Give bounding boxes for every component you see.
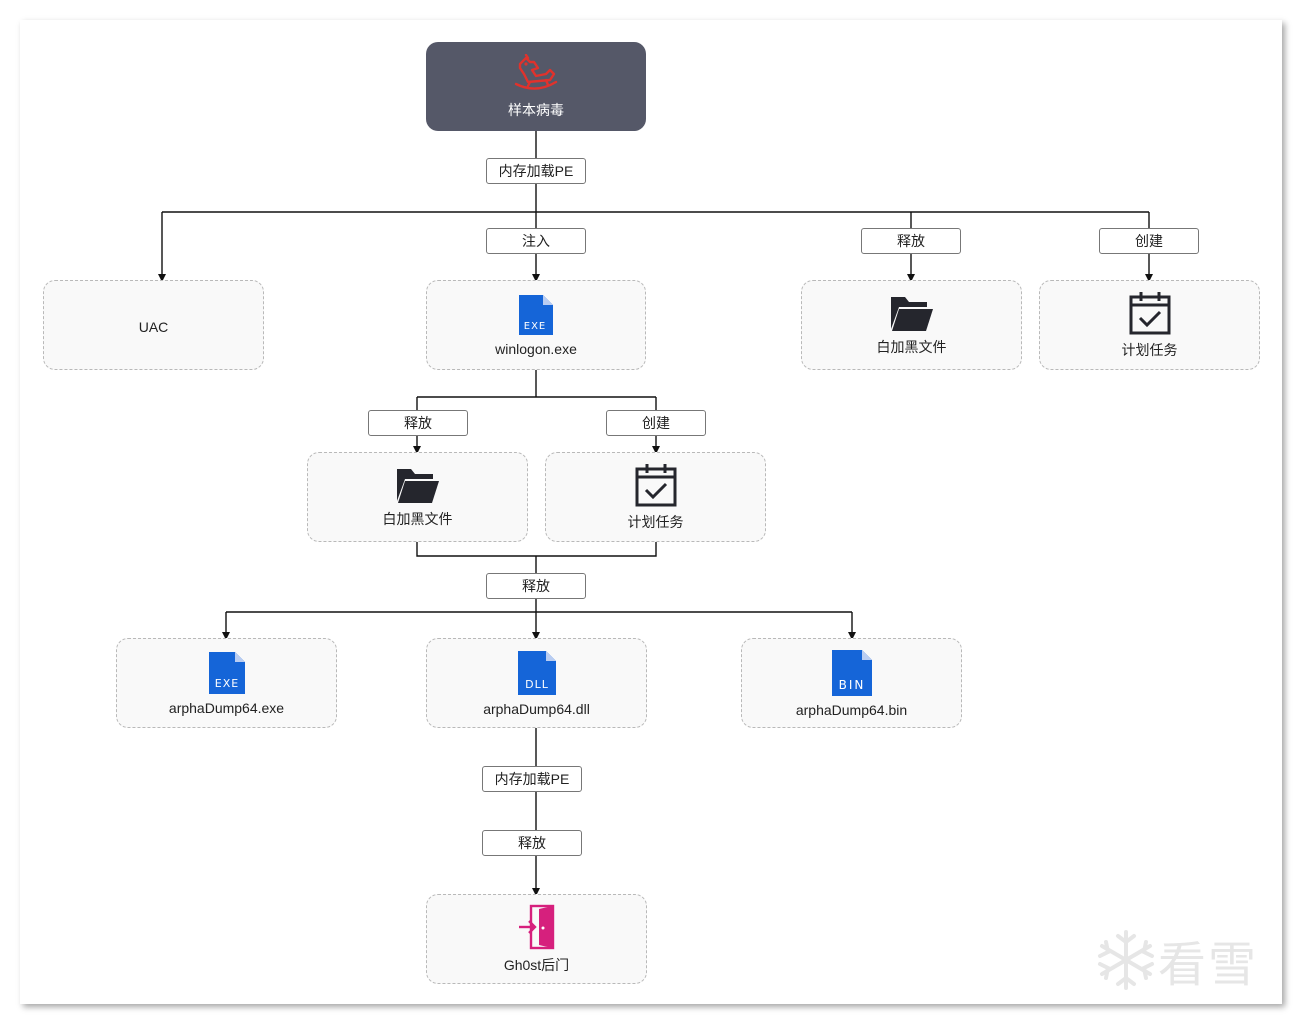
white-black-file-label: 白加黑文件 — [876, 339, 947, 355]
watermark-text: 看雪 — [1158, 939, 1259, 992]
bin-file-icon: BIN — [831, 650, 872, 696]
scheduled-task-node: 计划任务 — [545, 452, 766, 542]
scheduled-task-node: 计划任务 — [1039, 280, 1260, 370]
calendar-check-icon — [1129, 292, 1170, 335]
gh0st-backdoor-node: Gh0st后门 — [426, 894, 647, 984]
white-black-file-node: 白加黑文件 — [307, 452, 528, 542]
edge-label-release: 释放 — [486, 573, 586, 599]
uac-label: UAC — [138, 319, 169, 335]
scheduled-task-label: 计划任务 — [627, 514, 684, 530]
winlogon-label: winlogon.exe — [495, 341, 577, 357]
edge-label-memory-load: 内存加载PE — [486, 158, 586, 184]
uac-node: UAC — [43, 280, 264, 370]
dll-file-icon: DLL — [517, 651, 556, 695]
exe-file-icon: EXE — [208, 652, 245, 694]
connector — [416, 542, 657, 557]
edge-label-inject: 注入 — [486, 228, 586, 254]
white-black-file-label: 白加黑文件 — [382, 511, 453, 527]
sample-virus-label: 样本病毒 — [508, 101, 564, 118]
door-enter-icon — [518, 904, 554, 950]
file-type-text: DLL — [525, 678, 549, 691]
arphadump-dll-node: DLL arphaDump64.dll — [426, 638, 647, 728]
winlogon-node: EXE winlogon.exe — [426, 280, 646, 370]
folder-icon — [890, 297, 933, 331]
gh0st-backdoor-label: Gh0st后门 — [503, 957, 570, 973]
calendar-check-icon — [635, 464, 676, 507]
folder-icon — [396, 469, 439, 503]
snowflake-logo-icon — [1098, 930, 1154, 990]
rocking-horse-icon — [514, 53, 558, 90]
edge-label-release: 释放 — [368, 410, 468, 436]
edge-label-create: 创建 — [606, 410, 706, 436]
arphadump-exe-node: EXE arphaDump64.exe — [116, 638, 337, 728]
scheduled-task-label: 计划任务 — [1121, 342, 1178, 358]
arphadump-bin-node: BIN arphaDump64.bin — [741, 638, 962, 728]
edge-label-release: 释放 — [482, 830, 582, 856]
arphadump-exe-label: arphaDump64.exe — [168, 700, 285, 716]
edge-label-create: 创建 — [1099, 228, 1199, 254]
file-type-text: EXE — [524, 321, 547, 332]
file-type-text: BIN — [838, 678, 865, 692]
kanxue-watermark: 看雪 — [1094, 925, 1258, 995]
exe-file-icon: EXE — [519, 295, 553, 335]
white-black-file-node: 白加黑文件 — [801, 280, 1022, 370]
edge-label-memory-load: 内存加载PE — [482, 766, 582, 792]
arphadump-bin-label: arphaDump64.bin — [795, 702, 908, 718]
edge-label-release: 释放 — [861, 228, 961, 254]
file-type-text: EXE — [214, 677, 238, 690]
sample-virus-node: 样本病毒 — [426, 42, 646, 131]
arphadump-dll-label: arphaDump64.dll — [483, 701, 590, 717]
